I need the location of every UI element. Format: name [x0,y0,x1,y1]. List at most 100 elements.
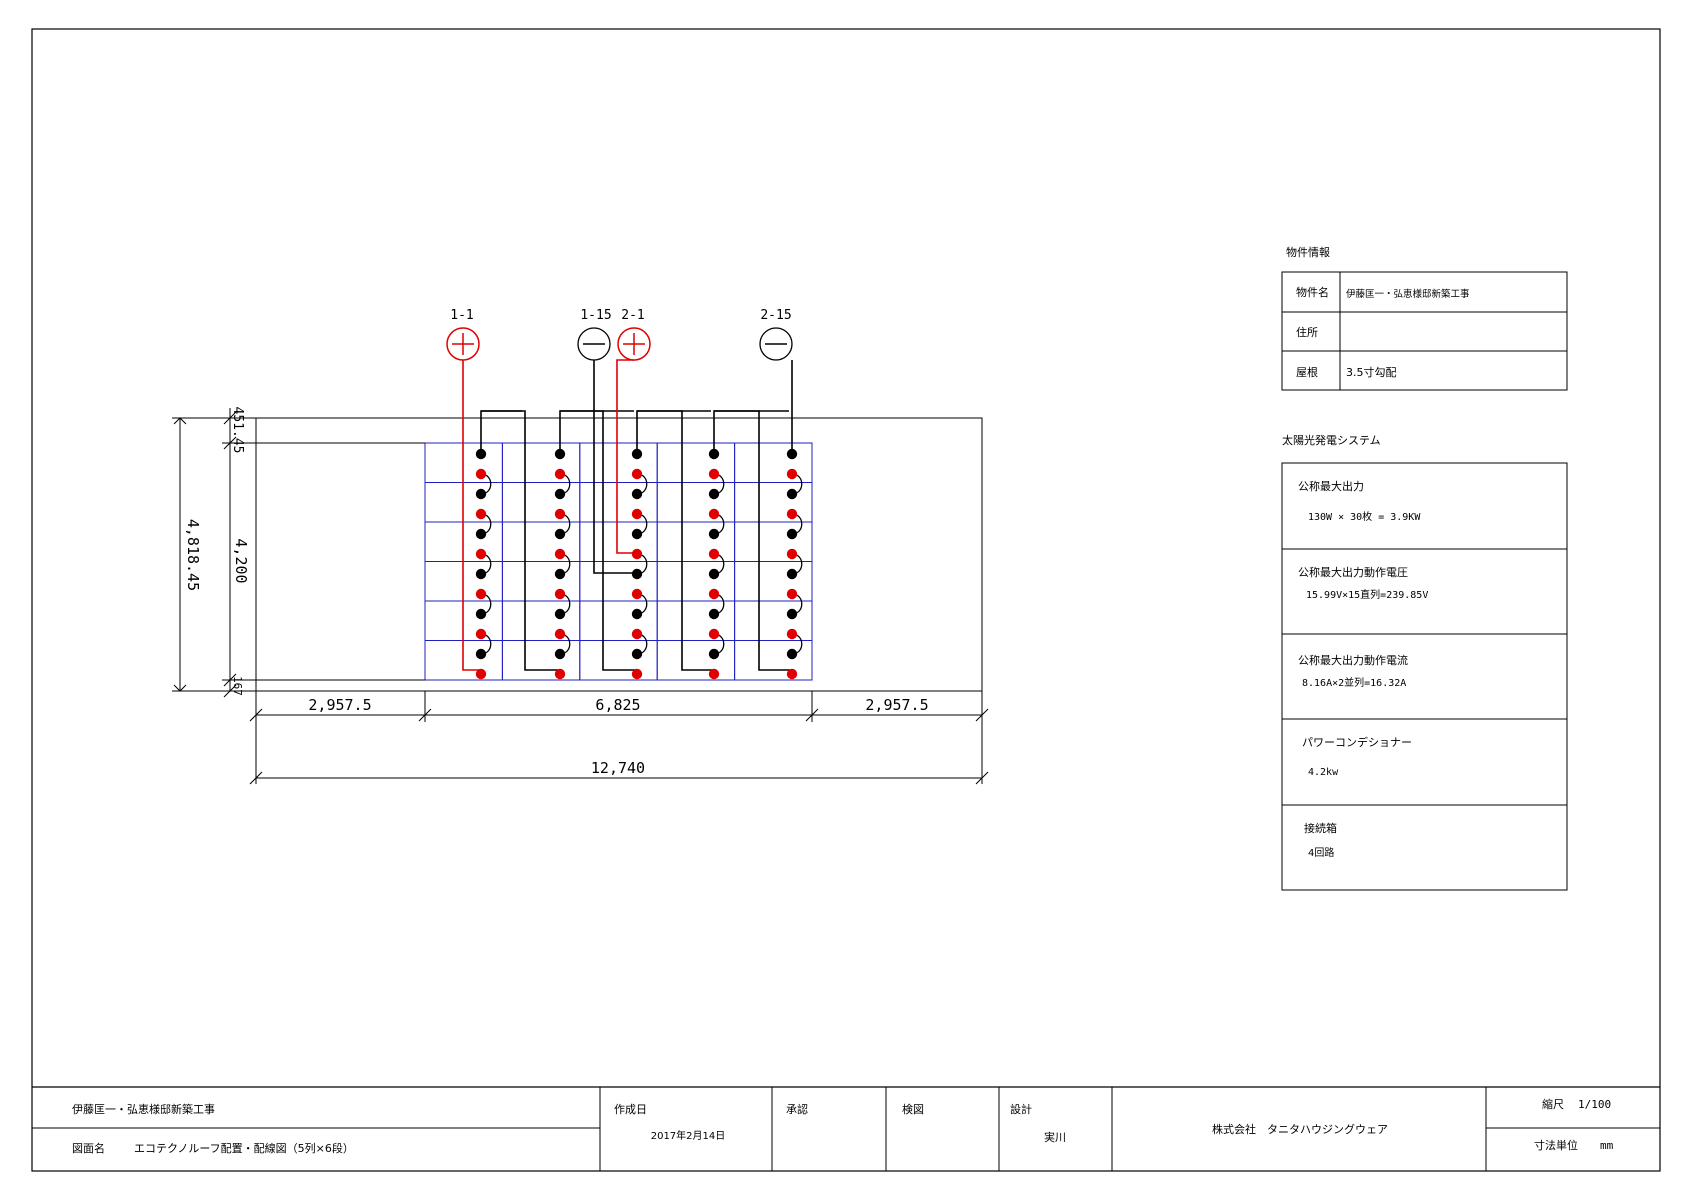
positive-terminal-dot [554,508,566,520]
dim-right-margin: 2,957.5 [865,696,928,714]
string-1-positive-terminal: 1-1 [446,308,480,361]
string-1-end-label: 1-15 [580,308,611,323]
solar-panel [501,521,581,562]
positive-terminal-dot [631,628,643,640]
positive-terminal-dot [631,668,643,680]
property-name-label: 物件名 [1296,285,1329,299]
positive-terminal-dot [475,628,487,640]
approval-label: 承認 [786,1102,808,1116]
dim-array-width: 6,825 [595,696,640,714]
rated-output-title: 公称最大出力 [1298,479,1364,493]
negative-terminal-dot [631,568,643,580]
negative-terminal-dot [708,528,720,540]
positive-terminal-dot [554,668,566,680]
design-label: 設計 [1010,1102,1032,1116]
power-conditioner-value: 4.2kw [1308,767,1339,778]
negative-terminal-dot [786,528,798,540]
solar-panel [656,442,736,483]
solar-panel [579,600,658,641]
property-info-heading: 物件情報 [1286,245,1330,259]
property-name-value: 伊藤匡一・弘恵様邸新築工事 [1346,288,1470,300]
positive-terminal-dot [708,468,720,480]
negative-terminal-dot [631,488,643,500]
positive-terminal-dot [475,468,487,480]
top-jumper [560,410,604,454]
junction-box-title: 接続箱 [1304,821,1337,835]
top-jumper [714,410,760,454]
solar-panel [734,442,813,483]
top-jumper [637,410,683,454]
positive-terminal-dot [708,548,720,560]
bottom-return [758,454,792,671]
junction-box-value: 4回路 [1308,846,1334,859]
negative-terminal-dot [631,608,643,620]
project-name: 伊藤匡一・弘恵様邸新築工事 [72,1102,215,1116]
positive-terminal-dot [786,588,798,600]
top-jumper [480,410,522,454]
negative-terminal-dot [708,648,720,660]
drawing-name-label: 図面名 [72,1141,105,1155]
positive-terminal-dot [631,588,643,600]
property-roof-label: 屋根 [1296,365,1318,379]
dim-roof-height: 4,818.45 [184,519,202,591]
negative-terminal-dot [475,648,487,660]
positive-terminal-dot [708,628,720,640]
created-date: 2017年2月14日 [651,1129,726,1142]
negative-terminal-dot [786,648,798,660]
bottom-return [602,454,637,671]
rated-output-value: 130W × 30枚 = 3.9KW [1308,510,1421,523]
positive-terminal-dot [475,588,487,600]
title-block [32,1086,1660,1171]
negative-terminal-dot [631,448,643,460]
unit-value: mm [1600,1139,1614,1152]
title-block-text: 伊藤匡一・弘恵様邸新築工事 図面名 エコテクノルーフ配置・配線図（5列×6段） … [72,1097,1614,1155]
power-conditioner-title: パワーコンデショナー [1302,735,1412,749]
negative-terminal-dot [554,488,566,500]
bottom-return [524,454,560,671]
positive-terminal-dot [631,548,643,560]
negative-terminal-dot [631,648,643,660]
unit-label: 寸法単位 [1534,1138,1578,1152]
rated-current-title: 公称最大出力動作電流 [1298,653,1408,667]
positive-terminal-dot [786,628,798,640]
negative-terminal-dot [475,448,487,460]
positive-terminal-dot [708,668,720,680]
drawing-name: エコテクノルーフ配置・配線図（5列×6段） [134,1141,354,1155]
positive-terminal-dot [475,508,487,520]
string-2-negative-terminal: 2-15 [759,308,793,361]
positive-terminal-dot [786,468,798,480]
positive-terminal-dot [786,508,798,520]
solar-panel [501,640,581,681]
negative-terminal-dot [475,608,487,620]
roof-outline [255,417,983,692]
string-1-positive-lead [462,360,481,671]
designer-name: 実川 [1044,1130,1066,1144]
dimensions [172,408,989,785]
positive-terminal-dot [708,508,720,520]
sheet-border [31,28,1661,1172]
top-jumper [713,410,789,454]
string-2-end-label: 2-15 [760,308,791,323]
dim-roof-width: 12,740 [591,759,645,777]
positive-terminal-dot [631,508,643,520]
solar-panel [501,442,581,483]
solar-panel [579,640,658,681]
positive-terminal-dot [708,588,720,600]
negative-terminal-dot [554,528,566,540]
rated-current-value: 8.16A×2並列=16.32A [1302,676,1406,689]
negative-terminal-dot [708,608,720,620]
check-label: 検図 [902,1102,924,1116]
top-jumper [636,410,711,454]
negative-terminal-dot [475,528,487,540]
solar-panel [501,561,581,602]
negative-terminal-dot [786,488,798,500]
negative-terminal-dot [554,448,566,460]
dimension-labels: 2,957.5 6,825 2,957.5 12,740 4,818.45 4,… [184,407,929,777]
dim-top-gap: 451.45 [230,407,245,454]
negative-terminal-dot [475,568,487,580]
solar-panel [579,442,658,483]
positive-terminal-dot [631,468,643,480]
dim-bottom-gap: 167 [231,676,244,696]
top-jumper [559,410,634,454]
